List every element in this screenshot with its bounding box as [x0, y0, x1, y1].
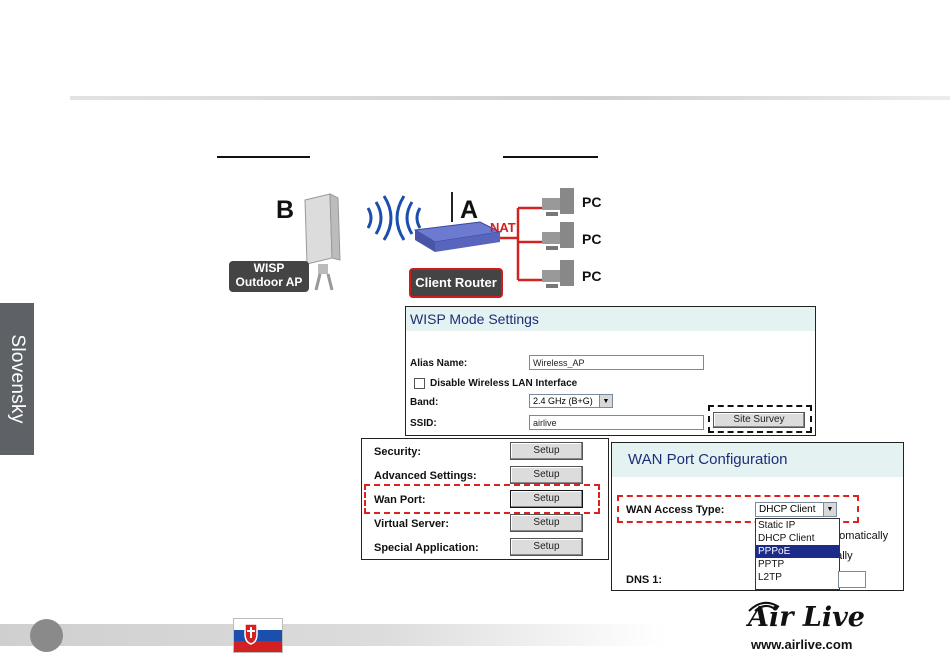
disable-wlan-label: Disable Wireless LAN Interface — [430, 378, 578, 389]
label-a: A — [460, 196, 479, 224]
site-survey-highlight — [708, 405, 812, 433]
underline-right — [503, 156, 598, 158]
airlive-logo: Air Live — [748, 602, 865, 633]
wisp-label-line2: Outdoor AP — [235, 275, 303, 289]
airlive-arc-icon — [748, 601, 780, 612]
wireless-waves-icon — [366, 195, 422, 241]
setup-panel: Security: Setup Advanced Settings: Setup… — [361, 438, 609, 560]
router-icon — [413, 192, 502, 252]
language-label: Slovensky — [7, 334, 28, 424]
alias-label: Alias Name: — [410, 358, 468, 369]
wan-access-dropdown: Static IP DHCP Client PPPoE PPTP L2TP — [755, 518, 840, 590]
wan-access-value: DHCP Client — [759, 504, 816, 515]
band-select[interactable]: 2.4 GHz (B+G) ▼ — [529, 394, 613, 408]
partial-text-1: utomatically — [830, 530, 889, 542]
wisp-settings-title: WISP Mode Settings — [406, 307, 815, 331]
chevron-down-icon: ▼ — [823, 503, 836, 516]
wan-access-label: WAN Access Type: — [626, 504, 725, 516]
pc-label-3: PC — [582, 268, 602, 284]
band-label: Band: — [410, 397, 439, 408]
disable-wlan-checkbox[interactable] — [414, 378, 425, 389]
header-rule — [70, 96, 950, 100]
option-pptp[interactable]: PPTP — [758, 559, 785, 570]
chevron-down-icon: ▼ — [599, 395, 612, 407]
option-l2tp[interactable]: L2TP — [758, 572, 782, 583]
wan-port-setup-button[interactable]: Setup — [510, 490, 583, 508]
wan-access-select[interactable]: DHCP Client ▼ — [755, 502, 837, 517]
client-router-label: Client Router — [409, 268, 503, 298]
wan-port-label: Wan Port: — [374, 494, 426, 506]
security-setup-button[interactable]: Setup — [510, 442, 583, 460]
ssid-label: SSID: — [410, 418, 437, 429]
diagram-graphics — [304, 188, 574, 291]
special-app-setup-button[interactable]: Setup — [510, 538, 583, 556]
advanced-settings-label: Advanced Settings: — [374, 470, 477, 482]
wan-access-highlight — [617, 495, 859, 523]
wan-port-highlight — [364, 484, 600, 514]
virtual-server-label: Virtual Server: — [374, 518, 450, 530]
wan-config-panel: WAN Port Configuration WAN Access Type: … — [611, 442, 904, 591]
nat-lines — [500, 206, 545, 282]
dns1-label: DNS 1: — [626, 574, 663, 586]
wisp-label-line1: WISP — [253, 261, 285, 275]
language-tab: Slovensky — [0, 303, 34, 455]
website-url: www.airlive.com — [751, 637, 853, 652]
site-survey-button[interactable]: Site Survey — [713, 412, 805, 428]
outdoor-ap-icon — [304, 193, 341, 291]
wisp-settings-panel: WISP Mode Settings Alias Name: Disable W… — [405, 306, 816, 436]
pc-icons — [542, 188, 574, 288]
special-application-label: Special Application: — [374, 542, 479, 554]
nat-label: NAT — [490, 220, 516, 235]
option-pppoe[interactable]: PPPoE — [756, 545, 839, 558]
alias-input[interactable] — [529, 355, 704, 370]
flag-emblem-icon — [244, 623, 258, 645]
wisp-label: WISP Outdoor AP — [229, 261, 309, 292]
pc-label-2: PC — [582, 231, 602, 247]
ssid-input[interactable] — [529, 415, 704, 430]
option-static-ip[interactable]: Static IP — [758, 520, 796, 531]
slovak-flag-icon — [233, 618, 283, 653]
underline-left — [217, 156, 310, 158]
option-dhcp-client[interactable]: DHCP Client — [758, 533, 815, 544]
virtual-server-setup-button[interactable]: Setup — [510, 514, 583, 532]
wan-config-title: WAN Port Configuration — [612, 443, 903, 477]
label-b: B — [276, 196, 295, 224]
dns1-input[interactable] — [838, 571, 866, 588]
security-label: Security: — [374, 446, 422, 458]
page-number-circle — [30, 619, 63, 652]
pc-label-1: PC — [582, 194, 602, 210]
advanced-setup-button[interactable]: Setup — [510, 466, 583, 484]
band-value: 2.4 GHz (B+G) — [533, 396, 593, 406]
